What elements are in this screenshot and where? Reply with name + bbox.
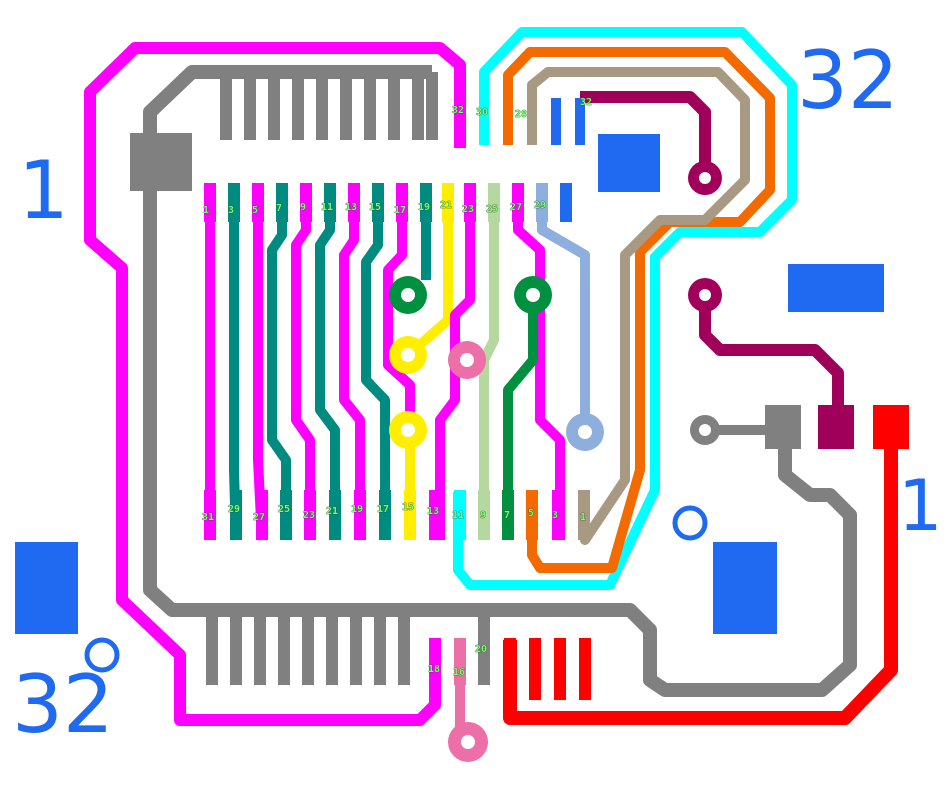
orange-trace xyxy=(503,47,775,573)
blue-pad-left xyxy=(15,542,78,634)
blue-ring-right xyxy=(672,505,708,541)
lower-row-labels: 31 29 27 25 23 21 19 17 15 13 11 9 7 5 3… xyxy=(202,502,587,524)
lower-row-label: 27 xyxy=(253,512,265,523)
lower-row-label: 25 xyxy=(278,504,290,515)
gray-pad-right xyxy=(765,405,801,449)
upper-row-label: 21 xyxy=(440,200,452,211)
maroon-top-trace xyxy=(580,91,711,178)
lower-row-label: 15 xyxy=(402,502,414,513)
top-pin-labels: 32 30 28 32 xyxy=(452,97,593,121)
lower-row-label: 7 xyxy=(504,510,510,521)
vias xyxy=(389,276,604,762)
lower-row-label: 3 xyxy=(552,510,558,521)
top-pin-label: 32 xyxy=(580,97,592,108)
bottom-pin-label: 20 xyxy=(475,644,487,655)
top-pin-label: 28 xyxy=(515,109,527,120)
lower-row-label: 17 xyxy=(377,504,389,515)
bottom-connector-colored-pins xyxy=(429,638,466,685)
blue-pad-right xyxy=(788,264,884,312)
upper-row-label: 27 xyxy=(510,202,522,213)
lower-row-label: 9 xyxy=(480,510,486,521)
upper-row-label: 7 xyxy=(276,203,282,214)
bottom-pin-label: 18 xyxy=(428,664,440,675)
lower-row-label: 1 xyxy=(580,512,586,523)
bottom-connector-gray-pins xyxy=(206,610,490,685)
upper-row-labels: 1 3 5 7 9 11 13 15 17 19 21 23 25 27 29 xyxy=(203,200,547,217)
upper-row-label: 1 xyxy=(203,205,209,216)
top-connector-colored-pins xyxy=(455,98,585,145)
label-top-right-number: 32 xyxy=(797,34,899,127)
top-pin-label: 30 xyxy=(476,107,488,118)
upper-row-label: 15 xyxy=(369,202,381,213)
magenta-outer-trace xyxy=(84,42,466,726)
red-pad xyxy=(873,405,909,449)
upper-row-label: 17 xyxy=(394,205,406,216)
cyan-trace xyxy=(453,27,797,590)
upper-row-label: 11 xyxy=(321,202,333,213)
upper-row-label: 5 xyxy=(252,205,258,216)
top-connector-gray-pins xyxy=(220,72,438,140)
gray-pad-left xyxy=(130,133,192,191)
upper-row-label: 19 xyxy=(418,202,430,213)
gray-loop-trace xyxy=(143,65,857,697)
upper-row-label: 25 xyxy=(486,204,498,215)
bottom-pin-labels: 18 16 20 xyxy=(428,644,488,679)
label-bottom-left-number: 32 xyxy=(12,658,114,751)
lower-row-label: 19 xyxy=(351,504,363,515)
tan-trace xyxy=(527,67,750,545)
lower-row-label: 31 xyxy=(202,512,214,523)
maroon-right-trace xyxy=(699,295,844,410)
upper-row-label: 13 xyxy=(345,202,357,213)
bottom-pin-label: 16 xyxy=(453,667,465,678)
upper-row-label: 29 xyxy=(534,200,546,211)
lower-row-label: 5 xyxy=(528,508,534,519)
blue-silkscreen xyxy=(15,134,884,673)
upper-row-pins xyxy=(204,183,572,222)
top-pin-label: 32 xyxy=(452,105,464,116)
blue-pad-top xyxy=(598,134,660,192)
lower-row-label: 29 xyxy=(228,504,240,515)
lower-row-label: 13 xyxy=(427,506,439,517)
green-trace-right xyxy=(503,295,538,540)
lower-row-label: 11 xyxy=(452,510,464,521)
bottom-connector-red-pins xyxy=(504,638,591,700)
lower-row-label: 23 xyxy=(303,510,315,521)
upper-row-label: 23 xyxy=(462,204,474,215)
lower-row-pins xyxy=(204,490,590,540)
upper-row-label: 9 xyxy=(300,202,306,213)
upper-row-label: 3 xyxy=(228,205,234,216)
blue-pad-bottom-right xyxy=(713,542,777,634)
maroon-pad xyxy=(818,405,854,449)
blue-ring-left xyxy=(84,637,120,673)
lower-row-label: 21 xyxy=(326,506,338,517)
label-right-number: 1 xyxy=(898,465,943,547)
label-top-left-number: 1 xyxy=(18,144,69,237)
